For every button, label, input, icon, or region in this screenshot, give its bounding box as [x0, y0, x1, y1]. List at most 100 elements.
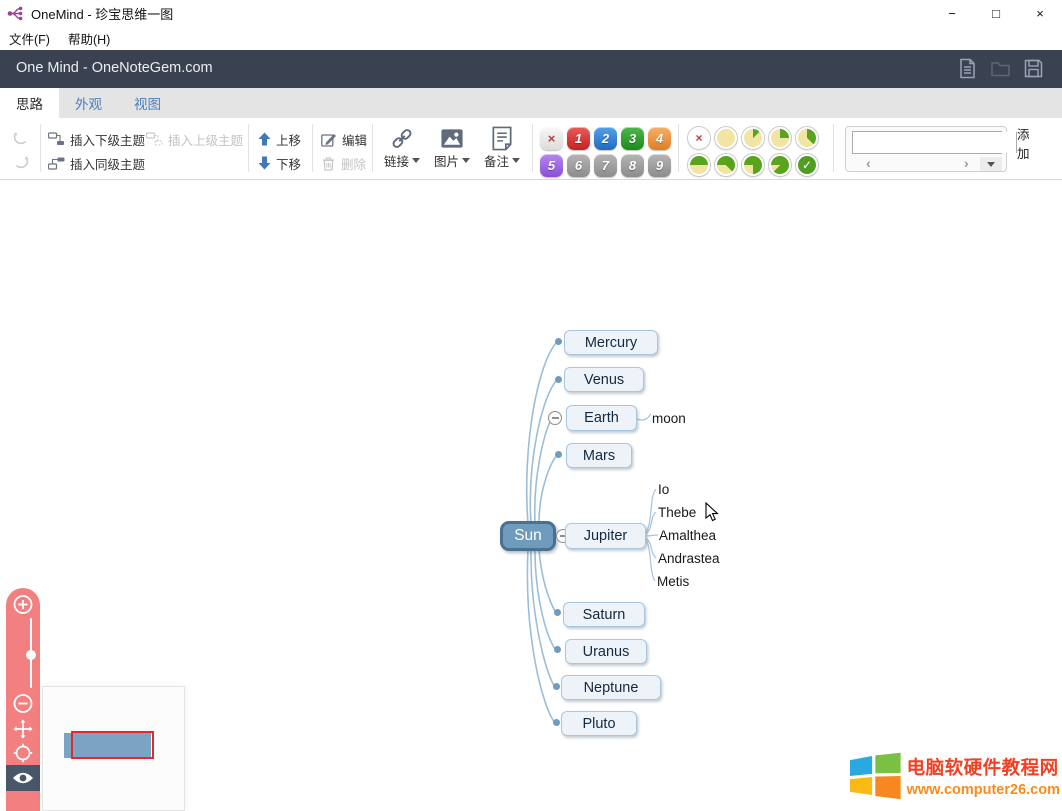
badge-1-button[interactable]: 1 — [567, 127, 590, 150]
connector-dot — [555, 451, 562, 458]
mindmap-leaf-metis[interactable]: Metis — [657, 574, 690, 589]
note-dropdown-arrow — [512, 158, 520, 163]
save-icon[interactable] — [1023, 58, 1044, 79]
zoom-in-icon[interactable] — [13, 594, 34, 615]
overview-eye-button[interactable] — [6, 765, 40, 791]
badge-3-button[interactable]: 3 — [621, 127, 644, 150]
note-label: 备注 — [483, 155, 509, 169]
progress-50-button[interactable] — [688, 154, 710, 176]
mindmap-node-earth[interactable]: Earth — [566, 405, 637, 431]
next-button[interactable]: › — [964, 155, 969, 171]
add-tag-panel: 添加 ‹ › — [845, 126, 1030, 172]
mindmap-node-jupiter[interactable]: Jupiter — [565, 523, 646, 549]
progress-100-button[interactable]: ✓ — [796, 154, 818, 176]
undo-icon — [13, 132, 27, 145]
mindmap-leaf-amalthea[interactable]: Amalthea — [659, 528, 717, 543]
mindmap-leaf-thebe[interactable]: Thebe — [658, 505, 697, 520]
mindmap-node-neptune[interactable]: Neptune — [561, 675, 661, 700]
new-document-icon[interactable] — [957, 58, 978, 79]
mindmap-node-saturn[interactable]: Saturn — [563, 602, 645, 627]
delete-label: 删除 — [341, 157, 367, 172]
mindmap-node-mars[interactable]: Mars — [566, 443, 632, 468]
note-button[interactable]: 备注 — [478, 124, 526, 174]
minimap-panel[interactable] — [42, 686, 185, 811]
delete-button[interactable]: 删除 — [321, 152, 366, 174]
image-button[interactable]: 图片 — [428, 124, 476, 174]
badge-6-button[interactable]: 6 — [567, 154, 590, 177]
menu-file[interactable]: 文件(F) — [9, 33, 50, 47]
insert-parent-topic-icon — [146, 132, 163, 146]
zoom-slider-handle[interactable] — [26, 650, 36, 660]
redo-button[interactable] — [12, 151, 30, 173]
site-watermark: 电脑软硬件教程网 www.computer26.com — [850, 745, 1060, 807]
windows-logo-icon — [850, 752, 901, 800]
collapse-toggle-earth[interactable] — [548, 411, 562, 425]
move-up-icon — [258, 132, 271, 146]
tag-dropdown-arrow — [987, 161, 995, 167]
progress-0-button[interactable] — [715, 127, 737, 149]
window-title: OneMind - 珍宝思维一图 — [31, 7, 174, 22]
menu-help[interactable]: 帮助(H) — [67, 33, 111, 47]
progress-25-button[interactable] — [769, 127, 791, 149]
move-down-button[interactable]: 下移 — [258, 152, 301, 174]
badge-8-button[interactable]: 8 — [621, 154, 644, 177]
connector-dot — [554, 646, 561, 653]
window-controls: − □ × — [930, 0, 1062, 27]
link-icon — [392, 129, 412, 148]
edit-button[interactable]: 编辑 — [321, 128, 367, 150]
mindmap-leaf-moon[interactable]: moon — [652, 411, 686, 426]
mindmap-leaf-andrastea[interactable]: Andrastea — [658, 551, 720, 566]
progress-75-button[interactable] — [742, 154, 764, 176]
badge-9-button[interactable]: 9 — [648, 154, 671, 177]
progress-37-button[interactable] — [796, 127, 818, 149]
insert-sibling-topic-button[interactable]: 插入同级主题 — [48, 152, 145, 174]
badge-2-button[interactable]: 2 — [594, 127, 617, 150]
mindmap-node-venus[interactable]: Venus — [564, 367, 644, 392]
watermark-site-url: www.computer26.com — [906, 782, 1060, 798]
mindmap-node-uranus[interactable]: Uranus — [565, 639, 647, 664]
open-folder-icon[interactable] — [990, 58, 1011, 79]
mindmap-node-mercury[interactable]: Mercury — [564, 330, 658, 355]
minimap-viewport-rect[interactable] — [71, 731, 154, 759]
mindmap-leaf-io[interactable]: Io — [658, 482, 670, 497]
tab-idea[interactable]: 思路 — [0, 88, 59, 118]
tab-appearance[interactable]: 外观 — [75, 97, 102, 112]
number-badge-group: × 1 2 3 4 5 6 7 8 9 — [540, 127, 676, 177]
progress-12-button[interactable] — [742, 127, 764, 149]
minimap-content-rect — [64, 733, 151, 758]
maximize-button[interactable]: □ — [992, 6, 1000, 21]
badge-4-button[interactable]: 4 — [648, 127, 671, 150]
zoom-out-icon[interactable] — [13, 693, 34, 714]
app-header: One Mind - OneNoteGem.com — [0, 50, 1062, 88]
center-icon[interactable] — [13, 743, 33, 763]
progress-62-button[interactable] — [715, 154, 737, 176]
pan-icon[interactable] — [13, 719, 33, 739]
ribbon-tabbar: 思路 外观 视图 — [0, 88, 1062, 118]
move-up-label: 上移 — [276, 133, 302, 148]
badge-clear-button[interactable]: × — [540, 127, 563, 150]
close-button[interactable]: × — [1036, 6, 1044, 21]
ribbon-toolbar: 插入下级主题 插入上级主题 插入同级主题 上移 — [0, 118, 1062, 180]
tag-dropdown-button[interactable] — [980, 157, 1002, 171]
add-button[interactable]: 添加 — [1016, 127, 1030, 161]
progress-clear-button[interactable]: × — [688, 127, 710, 149]
undo-button[interactable] — [12, 127, 30, 149]
progress-87-button[interactable] — [769, 154, 791, 176]
edit-icon — [321, 133, 336, 147]
prev-button[interactable]: ‹ — [866, 155, 871, 171]
progress-badge-group: × ✓ — [688, 127, 824, 176]
move-up-button[interactable]: 上移 — [258, 128, 301, 150]
image-dropdown-arrow — [462, 158, 470, 163]
minimize-button[interactable]: − — [948, 6, 956, 21]
tag-input[interactable] — [853, 132, 1016, 153]
badge-5-button[interactable]: 5 — [540, 154, 563, 177]
mindmap-node-pluto[interactable]: Pluto — [561, 711, 637, 736]
tab-view[interactable]: 视图 — [134, 97, 161, 112]
insert-child-topic-button[interactable]: 插入下级主题 — [48, 128, 145, 150]
link-button[interactable]: 链接 — [378, 124, 426, 174]
insert-parent-topic-button[interactable]: 插入上级主题 — [146, 128, 243, 150]
insert-child-topic-icon — [48, 132, 64, 145]
mindmap-root-node[interactable]: Sun — [500, 521, 556, 551]
badge-7-button[interactable]: 7 — [594, 154, 617, 177]
